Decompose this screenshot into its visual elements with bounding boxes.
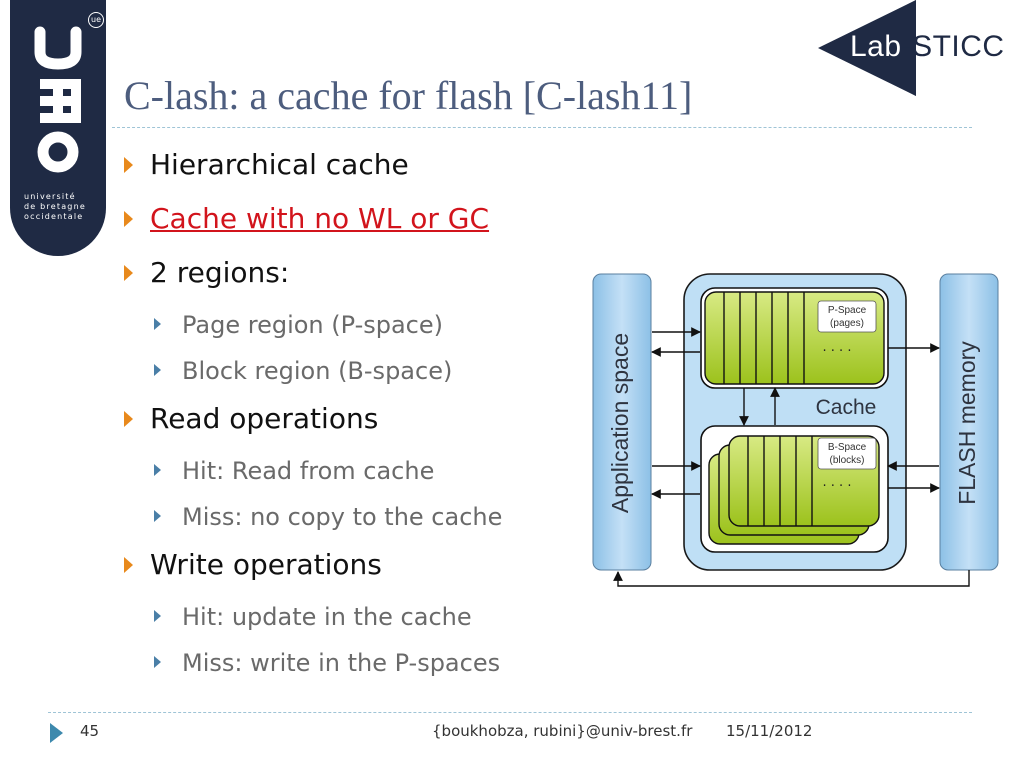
sub-bullet-text: Hit: Read from cache [182, 457, 435, 485]
sub-bullet-item: Miss: write in the P-spaces [118, 646, 578, 692]
bullet-item: Write operations [118, 546, 578, 600]
flash-memory-label: FLASH memory [954, 341, 980, 505]
p-space-label: P-Space [828, 305, 867, 316]
flow-arrows [613, 327, 970, 587]
bullet-arrow-icon [124, 157, 133, 173]
p-space-sublabel: (pages) [830, 318, 864, 329]
sub-bullet-arrow-icon [154, 318, 161, 330]
ubo-logo-glyphs-icon [34, 26, 82, 173]
page-number: 45 [80, 722, 100, 740]
footer-date: 15/11/2012 [726, 722, 813, 740]
p-space-cell-dividers [723, 292, 805, 384]
p-space-ellipsis: · · · · [823, 344, 852, 359]
slide-title: C-lash: a cache for flash [C-lash11] [124, 73, 693, 118]
sub-bullet-item: Block region (B-space) [118, 354, 578, 400]
sub-bullet-arrow-icon [154, 610, 161, 622]
sub-bullet-item: Page region (P-space) [118, 308, 578, 354]
lab-logo-separator: - [901, 30, 913, 63]
arrow-flash-to-app-loop [613, 570, 970, 587]
p-space-tag [817, 300, 877, 333]
sub-bullet-arrow-icon [154, 510, 161, 522]
bullet-item: 2 regions: [118, 254, 578, 308]
application-space-label: Application space [607, 333, 633, 513]
ue-badge-icon: ue [88, 12, 104, 28]
bullet-text: 2 regions: [150, 256, 290, 289]
bullet-text: Write operations [150, 548, 382, 581]
sub-bullet-text: Page region (P-space) [182, 311, 443, 339]
university-name-line-3: occidentale [24, 212, 84, 221]
university-name-line-2: de bretagne [24, 202, 86, 211]
sub-bullet-arrow-icon [154, 464, 161, 476]
sub-bullet-item: Hit: update in the cache [118, 600, 578, 646]
bullet-list: Hierarchical cache Cache with no WL or G… [118, 146, 578, 692]
bullet-item: Hierarchical cache [118, 146, 578, 200]
lab-logo-triangle-icon [818, 0, 916, 96]
application-space-box [592, 273, 652, 571]
footer-divider [48, 712, 972, 713]
sub-bullet-arrow-icon [154, 364, 161, 376]
b-space-cell-dividers [747, 436, 813, 526]
bullet-arrow-icon [124, 211, 133, 227]
lab-logo-prefix: Lab [850, 30, 902, 63]
cache-label: Cache [816, 396, 877, 419]
sub-bullet-text: Block region (B-space) [182, 357, 453, 385]
bullet-arrow-icon [124, 557, 133, 573]
b-space-ellipsis: · · · · [823, 479, 852, 494]
title-divider [112, 127, 972, 128]
bullet-text: Cache with no WL or GC [150, 202, 490, 235]
university-name: université de bretagne occidentale [24, 192, 104, 222]
bullet-item: Read operations [118, 400, 578, 454]
bullet-arrow-icon [124, 265, 133, 281]
lab-logo-text: Lab-STICC [850, 30, 1005, 64]
bullet-item: Cache with no WL or GC [118, 200, 578, 254]
university-logo: ue université de bretagne occidentale [10, 0, 106, 256]
sub-bullet-item: Miss: no copy to the cache [118, 500, 578, 546]
cache-architecture-diagram: Application space FLASH memory Cache P-S… [592, 273, 999, 587]
sub-bullet-text: Hit: update in the cache [182, 603, 472, 631]
lab-logo-suffix: STICC [912, 30, 1005, 63]
bullet-text: Read operations [150, 402, 379, 435]
university-name-line-1: université [24, 192, 76, 201]
bullet-text: Hierarchical cache [150, 148, 409, 181]
footer-email: {boukhobza, rubini}@univ-brest.fr [432, 722, 693, 740]
b-space-sublabel: (blocks) [829, 455, 864, 466]
b-space-label: B-Space [828, 442, 867, 453]
lab-sticc-logo: Lab-STICC [818, 0, 1024, 96]
b-space-tag [817, 437, 877, 470]
footer-arrow-icon [50, 723, 63, 743]
sub-bullet-text: Miss: no copy to the cache [182, 503, 503, 531]
sub-bullet-text: Miss: write in the P-spaces [182, 649, 501, 677]
sub-bullet-item: Hit: Read from cache [118, 454, 578, 500]
bullet-arrow-icon [124, 411, 133, 427]
sub-bullet-arrow-icon [154, 656, 161, 668]
